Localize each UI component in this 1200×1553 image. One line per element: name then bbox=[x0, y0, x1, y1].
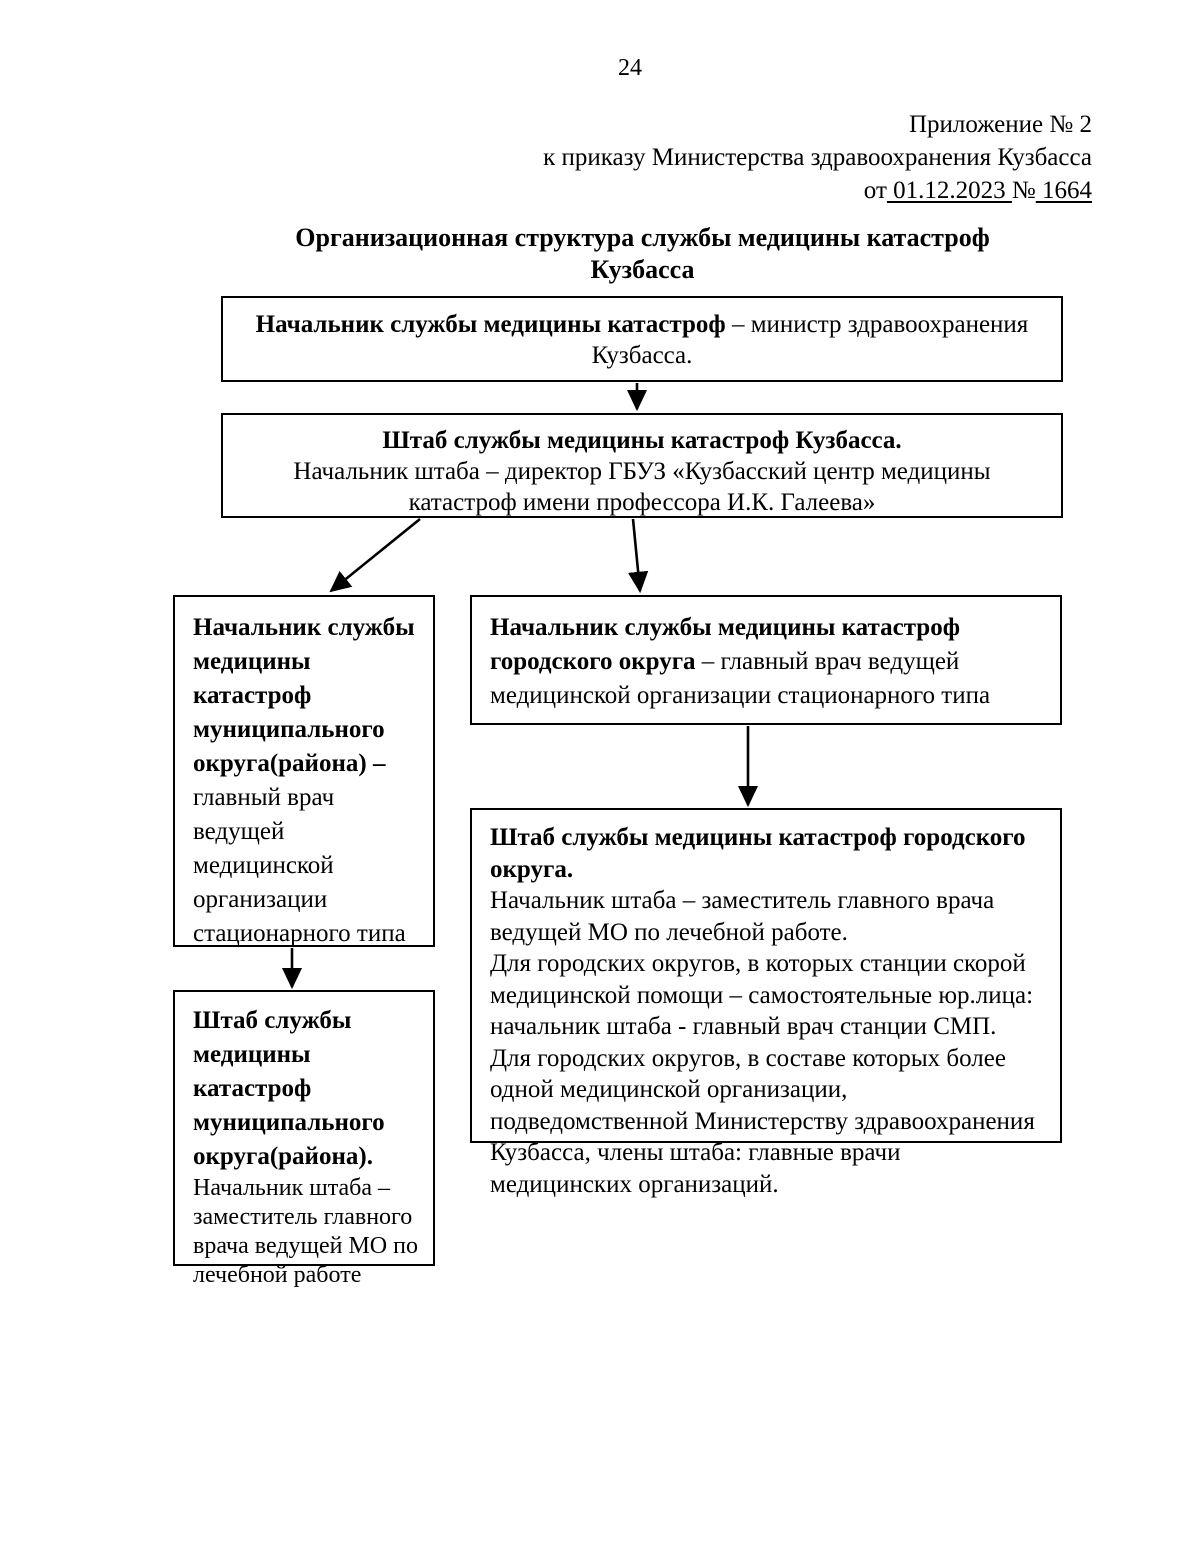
box-hq-kuzbass: Штаб службы медицины катастроф Кузбасса.… bbox=[221, 413, 1063, 518]
box-chief-city-title: Начальник службы медицины катастроф горо… bbox=[490, 614, 961, 675]
box-hq-city-paragraph-1: Начальник штаба – заместитель главного в… bbox=[490, 887, 995, 946]
box-hq-kuzbass-detail: Начальник штаба – директор ГБУЗ «Кузбасс… bbox=[293, 458, 991, 516]
appendix-order-line: к приказу Министерства здравоохранения К… bbox=[543, 144, 1092, 171]
box-chief-city-detail: – главный врач ведущей медицинской орган… bbox=[490, 648, 991, 709]
connector-hq-kuzbass-to-chief-city bbox=[628, 518, 649, 594]
diagram-title: Организационная структура службы медицин… bbox=[221, 222, 1064, 286]
box-hq-municipal: Штаб службы медицины катастроф муниципал… bbox=[173, 990, 435, 1288]
box-chief-city: Начальник службы медицины катастроф горо… bbox=[470, 595, 1062, 725]
diagram-title-line-1: Организационная структура службы медицин… bbox=[295, 223, 990, 252]
appendix-date-prefix: от bbox=[863, 177, 887, 204]
box-hq-city: Штаб службы медицины катастроф городског… bbox=[470, 808, 1062, 1198]
appendix-title: Приложение № 2 bbox=[908, 111, 1092, 138]
appendix-date-number-line: от 01.12.2023 № 1664 bbox=[543, 174, 1092, 207]
box-chief-of-service: Начальник службы медицины катастроф – ми… bbox=[221, 296, 1063, 382]
box-hq-city-paragraph-2: Для городских округов, в которых станции… bbox=[490, 950, 1034, 1040]
appendix-number-label: № bbox=[1011, 177, 1036, 204]
box-hq-municipal-title: Штаб службы медицины катастроф муниципал… bbox=[193, 1007, 385, 1170]
box-chief-municipal-title: Начальник службы медицины катастроф муни… bbox=[193, 614, 415, 777]
box-hq-city-paragraph-3: Для городских округов, в составе которых… bbox=[490, 1044, 1035, 1198]
appendix-date-value: 01.12.2023 bbox=[886, 177, 1012, 204]
box-chief-municipal-detail: главный врач ведущей медицинской организ… bbox=[193, 784, 406, 947]
box-chief-municipal: Начальник службы медицины катастроф муни… bbox=[173, 595, 435, 947]
box-hq-kuzbass-title: Штаб службы медицины катастроф Кузбасса. bbox=[382, 427, 902, 454]
page-number: 24 bbox=[618, 55, 642, 81]
box-chief-of-service-title: Начальник службы медицины катастроф bbox=[255, 311, 726, 338]
box-hq-city-title: Штаб службы медицины катастроф городског… bbox=[490, 824, 1026, 883]
appendix-number-value: 1664 bbox=[1035, 177, 1092, 204]
box-chief-of-service-detail: – министр здравоохранения Кузбасса. bbox=[591, 311, 1029, 369]
diagram-title-line-2: Кузбасса bbox=[590, 255, 695, 284]
appendix-reference-block: Приложение № 2 к приказу Министерства зд… bbox=[543, 108, 1092, 207]
box-hq-municipal-detail: Начальник штаба – заместитель главного в… bbox=[193, 1175, 418, 1288]
connector-hq-kuzbass-to-chief-municipal bbox=[329, 517, 421, 593]
